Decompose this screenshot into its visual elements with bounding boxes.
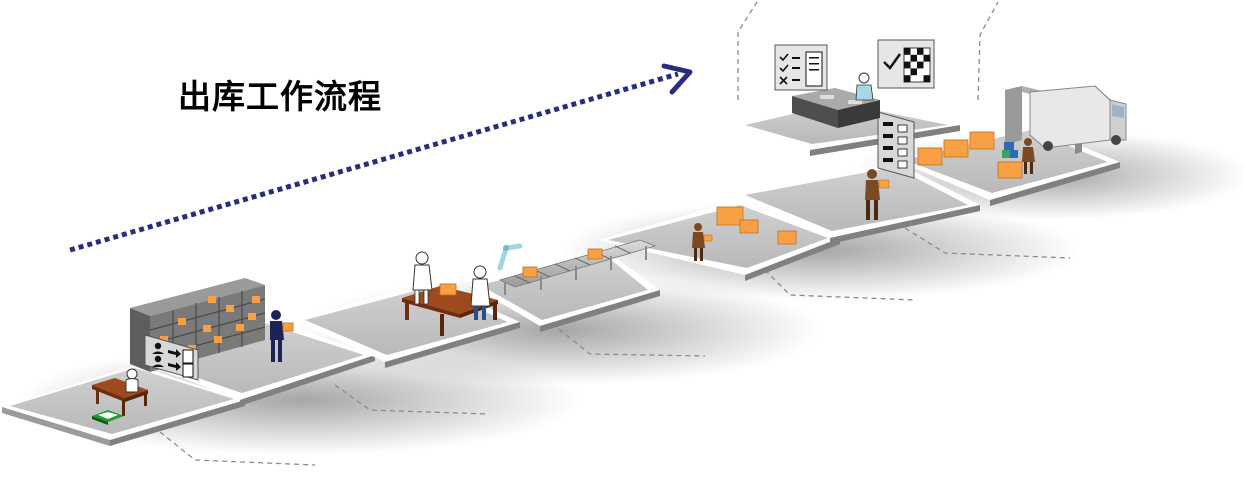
todo-list-board <box>774 44 828 91</box>
flow-arrow <box>69 63 693 253</box>
delivery-truck <box>1029 85 1127 151</box>
pallet-boxes <box>997 142 1023 179</box>
order-desk <box>92 378 148 416</box>
stacked-boxes <box>917 131 995 166</box>
schedule-grid-board <box>877 39 935 89</box>
picking-sign <box>144 334 199 381</box>
dashed-guides <box>159 1 1071 466</box>
checklist-board <box>877 111 915 179</box>
picker-worker-navy <box>270 310 294 362</box>
office-counter <box>792 88 880 128</box>
platform-5-sorting <box>598 200 840 281</box>
office-clerk <box>855 72 874 101</box>
seated-clerk <box>125 368 139 393</box>
sorting-boxes <box>716 206 797 245</box>
robot-arm <box>497 243 523 271</box>
packing-box <box>439 283 457 296</box>
packer-worker-right <box>470 265 491 320</box>
diagram-title: 出库工作流程 <box>178 77 382 116</box>
platform-6-inspection <box>735 162 980 244</box>
platform-4-conveyor <box>470 250 660 332</box>
loader-worker <box>1022 138 1035 174</box>
conveyor-belt <box>498 239 657 295</box>
sorter-worker <box>692 223 713 261</box>
packer-worker-left <box>412 251 433 305</box>
inspector-worker <box>865 169 890 220</box>
green-scanner-pad <box>92 410 124 425</box>
